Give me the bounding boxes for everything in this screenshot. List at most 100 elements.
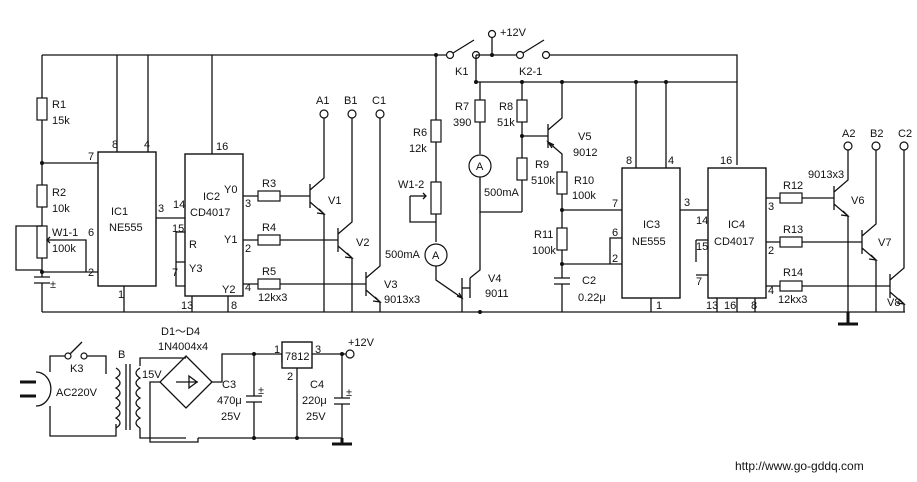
v6-ref: V6 [851, 195, 864, 207]
w1-1-ref: W1-1 [52, 227, 78, 239]
r13-ref: R13 [783, 224, 803, 236]
v7-ref: V7 [878, 237, 891, 249]
ic2-part: CD4017 [190, 207, 230, 219]
r11-value: 100k [532, 245, 556, 257]
svg-text:16: 16 [216, 141, 228, 153]
svg-text:7: 7 [612, 198, 618, 210]
w1-2-ref: W1-2 [398, 179, 424, 191]
v3-ref: V3 [384, 279, 397, 291]
ic2-output-drivers: R3 R4 R5 12kx3 A1 V1 B1 V2 C1 V3 9013x3 [243, 95, 420, 312]
svg-text:14: 14 [696, 215, 708, 227]
v1-ref: V1 [328, 195, 341, 207]
svg-text:8: 8 [626, 155, 632, 167]
meter2-rating: 500mA [484, 187, 520, 199]
svg-text:4: 4 [668, 155, 674, 167]
svg-text:4: 4 [768, 285, 774, 297]
svg-text:16: 16 [720, 155, 732, 167]
svg-text:3: 3 [684, 197, 690, 209]
ic1-ref: IC1 [111, 206, 128, 218]
svg-text:±: ± [346, 387, 352, 399]
r1-value: 15k [52, 115, 70, 127]
r14-value: 12kx3 [778, 294, 807, 306]
r7-ref: R7 [455, 101, 469, 113]
meter2-symbol: A [476, 161, 484, 173]
ic3-ne555: IC3 NE555 8 4 7 6 2 3 1 [612, 80, 708, 312]
svg-text:2: 2 [88, 267, 94, 279]
reg-part: 7812 [285, 351, 309, 363]
svg-text:R: R [189, 239, 197, 251]
svg-text:14: 14 [173, 199, 185, 211]
r2-value: 10k [52, 203, 70, 215]
r5-ref: R5 [262, 266, 276, 278]
r3-ref: R3 [262, 178, 276, 190]
r10-ref: R10 [574, 175, 594, 187]
ic3-ref: IC3 [643, 219, 660, 231]
r5-value: 12kx3 [258, 292, 287, 304]
svg-text:2: 2 [612, 253, 618, 265]
transformer-secondary: 15V [142, 369, 162, 381]
r8-ref: R8 [499, 101, 513, 113]
out-c2: C2 [898, 128, 912, 140]
v2-ref: V2 [356, 237, 369, 249]
svg-text:6: 6 [612, 227, 618, 239]
k3-ref: K3 [70, 363, 83, 375]
ic4-ref: IC4 [728, 219, 745, 231]
svg-text:3: 3 [768, 201, 774, 213]
vcc-top: +12V [500, 27, 527, 39]
meter1-rating: 500mA [385, 249, 421, 261]
c4-voltage: 25V [306, 411, 326, 423]
out-b1: B1 [344, 95, 357, 107]
v6-part: 9013x3 [808, 169, 844, 181]
svg-text:1: 1 [118, 289, 124, 301]
k1-ref: K1 [455, 66, 468, 78]
r10-value: 100k [572, 190, 596, 202]
ic2-ref: IC2 [203, 191, 220, 203]
v4-part: 9011 [485, 288, 509, 300]
svg-text:7: 7 [172, 267, 178, 279]
v3-part: 9013x3 [384, 294, 420, 306]
svg-text:7: 7 [88, 151, 94, 163]
r7-value: 390 [453, 117, 471, 129]
svg-text:7: 7 [696, 276, 702, 288]
c2-value: 0.22μ [578, 292, 606, 304]
svg-text:8: 8 [751, 300, 757, 312]
ic4-output-drivers: R12 R13 R14 12kx3 A2 9013x3 V6 B2 V7 C2 … [778, 128, 912, 326]
svg-text:13: 13 [181, 300, 193, 312]
r12-ref: R12 [783, 180, 803, 192]
out-c1: C1 [372, 95, 386, 107]
out-b2: B2 [870, 128, 883, 140]
c4-ref: C4 [310, 379, 324, 391]
c3-value: 470μ [217, 395, 242, 407]
svg-text:2: 2 [768, 245, 774, 257]
v5-ref: V5 [578, 131, 591, 143]
svg-text:Y3: Y3 [189, 263, 202, 275]
r8-value: 51k [497, 117, 515, 129]
svg-text:2: 2 [245, 243, 251, 255]
out-a2: A2 [842, 128, 855, 140]
vcc-bottom: +12V [348, 337, 375, 349]
r11-ref: R11 [534, 229, 553, 241]
svg-text:3: 3 [158, 203, 164, 215]
svg-text:16: 16 [724, 300, 736, 312]
c2-ref: C2 [582, 275, 596, 287]
svg-text:3: 3 [315, 344, 321, 356]
svg-text:15: 15 [172, 223, 184, 235]
ic3-part: NE555 [632, 236, 666, 248]
ic1-ne555: IC1 NE555 8 4 7 6 2 3 1 [42, 55, 185, 312]
ic2-cd4017: IC2 CD4017 16 14 15 7 R Y3 Y0 Y1 Y2 3 2 … [172, 55, 251, 312]
svg-text:8: 8 [112, 139, 118, 151]
w1-1-value: 100k [52, 243, 76, 255]
svg-text:±: ± [258, 385, 264, 397]
svg-text:1: 1 [656, 300, 662, 312]
out-a1: A1 [316, 95, 329, 107]
r4-ref: R4 [262, 222, 276, 234]
svg-text:13: 13 [706, 300, 718, 312]
c4-value: 220μ [302, 395, 327, 407]
ic1-timing-network: R1 15k R2 10k W1-1 100k ± [15, 97, 78, 296]
ic4-cd4017: IC4 CD4017 16 14 15 7 3 2 4 13 16 8 [695, 155, 780, 312]
v8-ref: V8 [887, 297, 900, 309]
svg-text:4: 4 [245, 282, 251, 294]
v5-part: 9012 [573, 147, 597, 159]
svg-text:1: 1 [274, 344, 280, 356]
